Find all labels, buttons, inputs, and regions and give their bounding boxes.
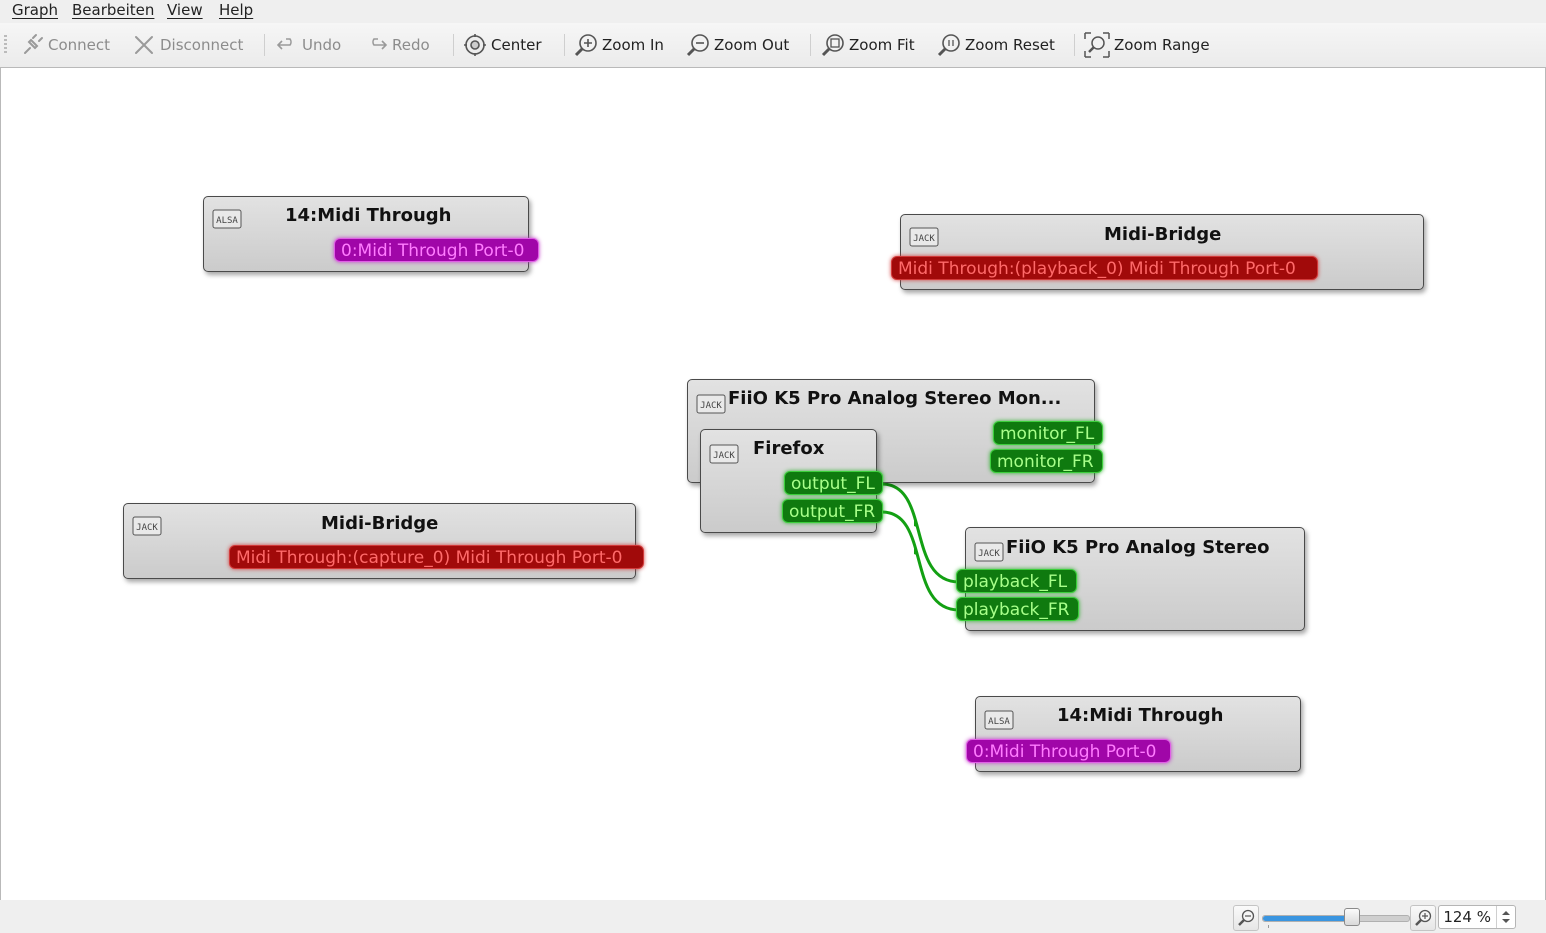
menu-view[interactable]: View [167, 1, 203, 19]
redo-label: Redo [392, 36, 430, 54]
jack-badge-icon: JACK [132, 516, 162, 536]
zoom-in-small-button[interactable] [1410, 905, 1436, 931]
port-output-fl[interactable]: output_FL [784, 471, 883, 495]
undo-button[interactable]: Undo [276, 29, 341, 61]
zoom-out-button[interactable]: Zoom Out [686, 29, 789, 61]
statusbar: 124 % [0, 900, 1546, 933]
svg-text:JACK: JACK [136, 523, 158, 533]
zoom-reset-button[interactable]: Zoom Reset [937, 29, 1055, 61]
graph-canvas[interactable]: ALSA 14:Midi Through 0:Midi Through Port… [0, 67, 1546, 901]
spin-arrows[interactable] [1496, 906, 1515, 928]
connect-button[interactable]: Connect [20, 29, 110, 61]
zoom-range-label: Zoom Range [1114, 36, 1210, 54]
zoom-slider-track[interactable] [1262, 915, 1410, 922]
jack-badge-icon: JACK [974, 542, 1004, 562]
center-label: Center [491, 36, 542, 54]
port-monitor-fr[interactable]: monitor_FR [990, 449, 1103, 473]
connection-output-fl-playback-fl [881, 482, 960, 584]
alsa-badge-icon: ALSA [984, 710, 1014, 730]
zoom-fit-button[interactable]: Zoom Fit [821, 29, 915, 61]
port-midi-through-port-0[interactable]: 0:Midi Through Port-0 [334, 238, 539, 262]
toolbar-separator [264, 34, 265, 56]
zoom-reset-label: Zoom Reset [965, 36, 1055, 54]
disconnect-button[interactable]: Disconnect [132, 29, 243, 61]
undo-arrow-icon [276, 38, 292, 50]
redo-button[interactable]: Redo [366, 29, 430, 61]
spin-up-down-icon [1502, 911, 1510, 923]
menubar: Graph Bearbeiten View Help [0, 0, 1546, 22]
zoom-in-icon [574, 34, 597, 57]
node-title: 14:Midi Through [1057, 705, 1224, 726]
menu-help[interactable]: Help [219, 1, 254, 19]
zoom-slider-ticks [1268, 925, 1404, 928]
zoom-slider-handle[interactable] [1344, 908, 1360, 926]
center-button[interactable]: Center [463, 29, 542, 61]
port-output-fr[interactable]: output_FR [782, 499, 883, 523]
zoom-in-button[interactable]: Zoom In [574, 29, 664, 61]
zoom-range-button[interactable]: Zoom Range [1084, 29, 1210, 61]
connection-arrow [914, 518, 919, 528]
connection-output-fr-playback-fr [881, 510, 960, 612]
svg-text:JACK: JACK [913, 234, 935, 244]
plug-icon [24, 34, 43, 54]
toolbar-separator [1074, 34, 1075, 56]
node-title: 14:Midi Through [285, 205, 452, 226]
zoom-level-value: 124 % [1443, 908, 1491, 926]
toolbar-grip[interactable] [4, 35, 7, 55]
zoom-in-icon [1415, 909, 1432, 926]
connection-wires [881, 482, 960, 612]
connect-label: Connect [48, 36, 111, 54]
zoom-out-label: Zoom Out [714, 36, 790, 54]
unplug-icon [135, 36, 153, 54]
port-midi-through-playback-0[interactable]: Midi Through:(playback_0) Midi Through P… [891, 256, 1318, 280]
port-playback-fl[interactable]: playback_FL [956, 569, 1077, 593]
zoom-slider-fill [1263, 916, 1352, 921]
node-title: FiiO K5 Pro Analog Stereo [1006, 537, 1270, 558]
center-target-icon [464, 34, 486, 56]
zoom-range-icon [1084, 32, 1110, 58]
zoom-level-spinbox[interactable]: 124 % [1438, 905, 1516, 929]
svg-text:JACK: JACK [713, 451, 735, 461]
node-title: Midi-Bridge [1104, 224, 1222, 245]
undo-label: Undo [302, 36, 342, 54]
jack-badge-icon: JACK [709, 444, 739, 464]
svg-text:ALSA: ALSA [988, 717, 1010, 727]
zoom-out-icon [686, 34, 709, 57]
port-playback-fr[interactable]: playback_FR [956, 597, 1079, 621]
svg-text:ALSA: ALSA [216, 216, 238, 226]
menu-bearbeiten[interactable]: Bearbeiten [72, 1, 155, 19]
jack-badge-icon: JACK [909, 227, 939, 247]
zoom-out-icon [1238, 909, 1255, 926]
port-midi-through-capture-0[interactable]: Midi Through:(capture_0) Midi Through Po… [229, 545, 644, 569]
alsa-badge-icon: ALSA [212, 209, 242, 229]
port-monitor-fl[interactable]: monitor_FL [993, 421, 1103, 445]
zoom-fit-label: Zoom Fit [849, 36, 915, 54]
svg-text:JACK: JACK [978, 549, 1000, 559]
node-title: FiiO K5 Pro Analog Stereo Mon... [728, 388, 1062, 409]
toolbar: Connect Disconnect Undo Redo Center Zoom… [0, 23, 1546, 68]
node-title: Midi-Bridge [321, 513, 439, 534]
zoom-in-label: Zoom In [602, 36, 664, 54]
connection-arrow [914, 546, 919, 556]
zoom-fit-icon [821, 34, 844, 57]
toolbar-separator [564, 34, 565, 56]
zoom-out-small-button[interactable] [1233, 905, 1259, 931]
menu-graph[interactable]: Graph [12, 1, 59, 19]
disconnect-label: Disconnect [160, 36, 244, 54]
toolbar-separator [453, 34, 454, 56]
node-alsa-midi-through[interactable]: ALSA 14:Midi Through [203, 196, 529, 272]
jack-badge-icon: JACK [696, 394, 726, 414]
zoom-reset-icon [937, 34, 960, 57]
port-midi-through-port-0[interactable]: 0:Midi Through Port-0 [966, 739, 1171, 763]
svg-text:JACK: JACK [700, 401, 722, 411]
redo-arrow-icon [372, 38, 388, 50]
toolbar-separator [810, 34, 811, 56]
node-title: Firefox [753, 438, 825, 459]
